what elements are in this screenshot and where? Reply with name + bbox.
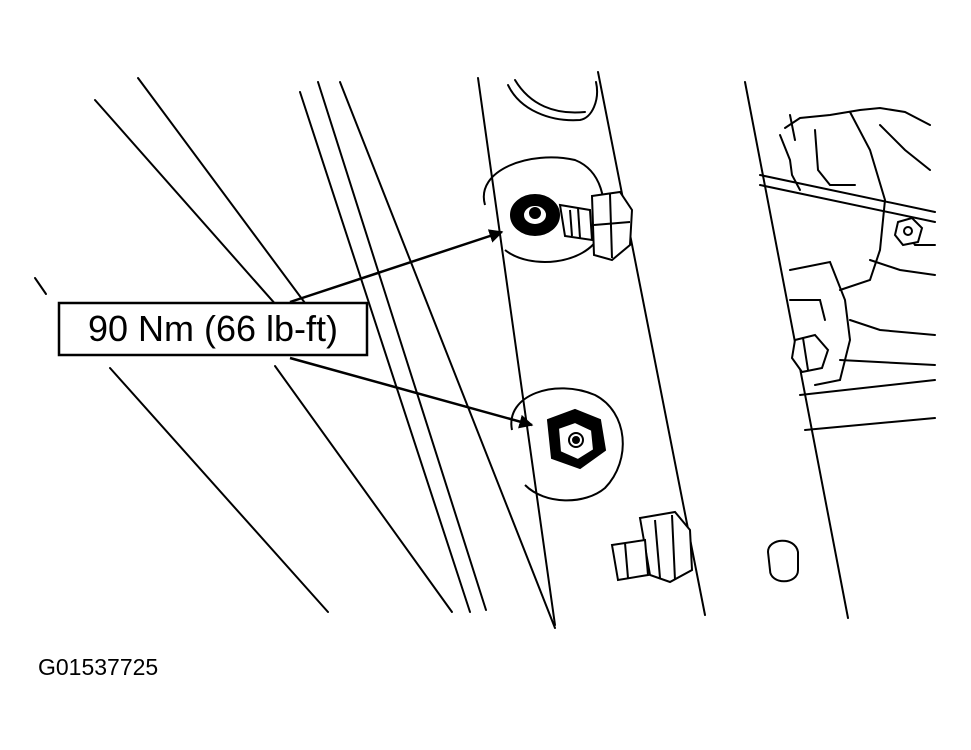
callout-arrows bbox=[289, 229, 534, 429]
arrow-to-upper-bolt bbox=[289, 229, 504, 304]
torque-label: 90 Nm (66 lb-ft) bbox=[88, 308, 338, 349]
slot-hole bbox=[766, 539, 799, 583]
bracket-plate bbox=[477, 71, 849, 626]
mount-housing bbox=[759, 106, 936, 431]
bottom-flange-bolt bbox=[610, 510, 694, 584]
lower-bolt-assembly bbox=[510, 387, 624, 502]
callout-box bbox=[57, 301, 369, 357]
arrow-to-lower-bolt bbox=[289, 356, 534, 429]
frame-rail-lines bbox=[34, 77, 556, 629]
figure-id: G01537725 bbox=[38, 654, 158, 680]
upper-bolt-assembly bbox=[482, 156, 634, 263]
torque-callout: 90 Nm (66 lb-ft) bbox=[57, 301, 369, 357]
